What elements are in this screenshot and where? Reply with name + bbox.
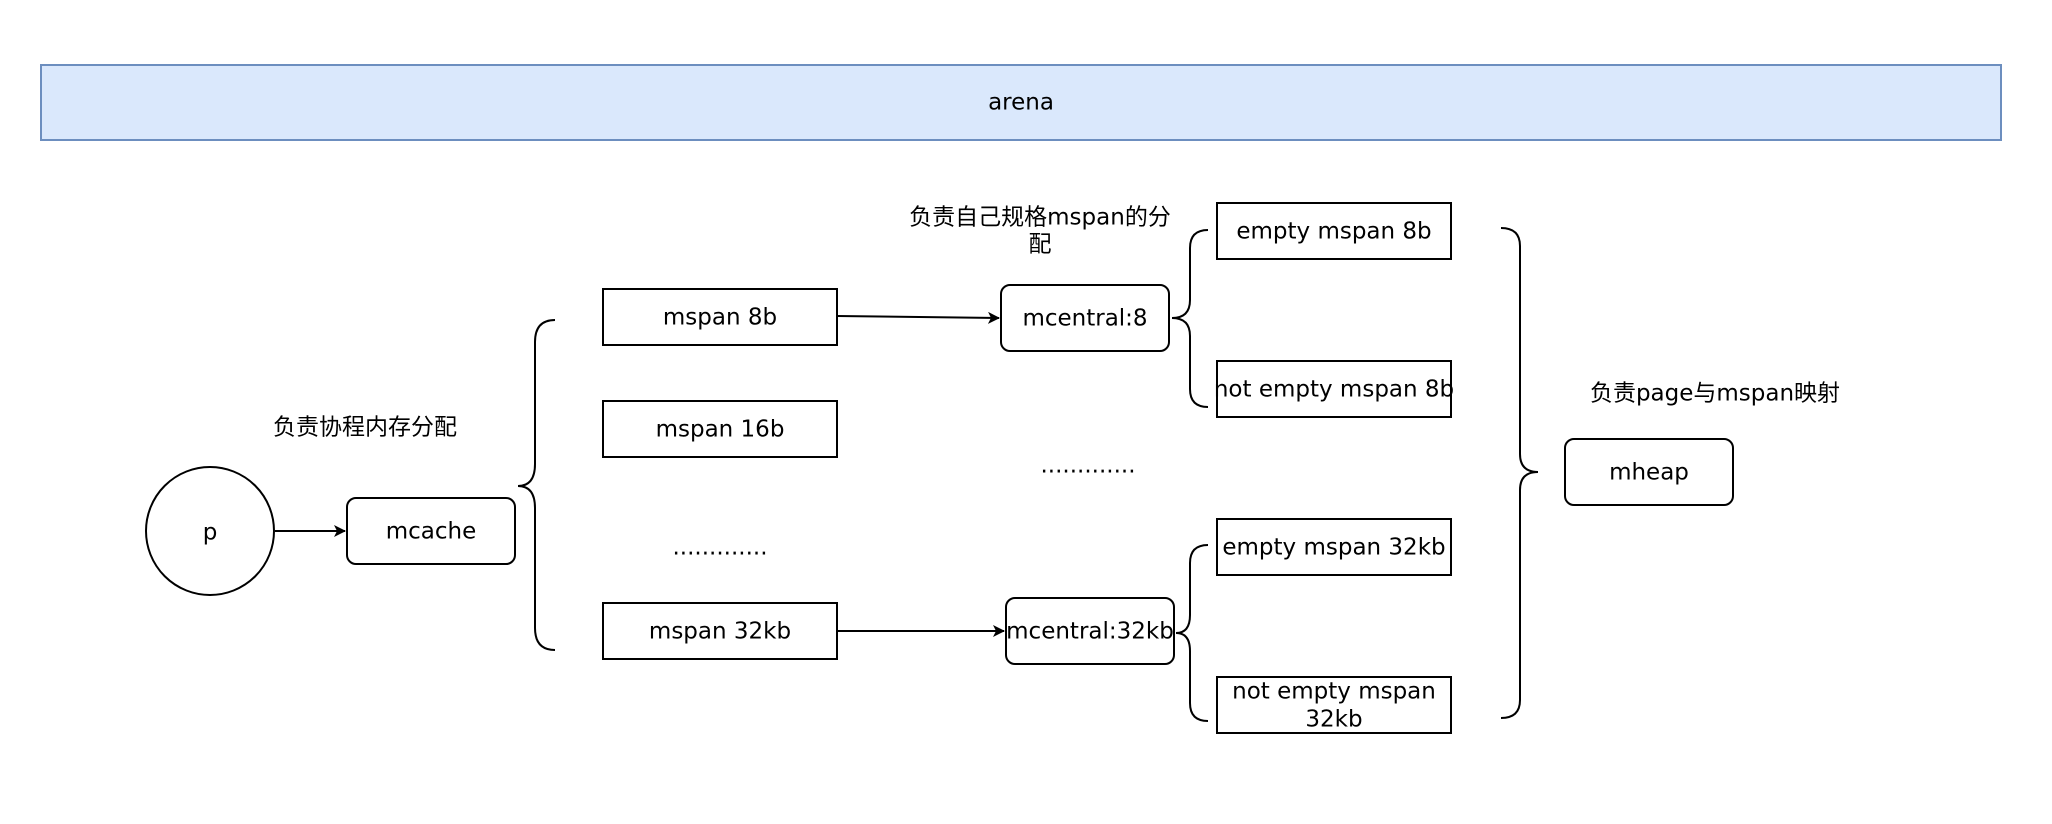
not-empty-mspan-32kb-label-line2: 32kb bbox=[1305, 707, 1362, 733]
not-empty-mspan-32kb-label-line1: not empty mspan bbox=[1232, 679, 1436, 705]
mcentral-32kb-node bbox=[1005, 597, 1175, 665]
mheap-group-bracket bbox=[1500, 227, 1539, 719]
mspan-16b-box bbox=[602, 400, 838, 458]
mheap-node bbox=[1564, 438, 1734, 506]
mspan-16b-label: mspan 16b bbox=[656, 417, 785, 443]
mcache-label: mcache bbox=[386, 519, 477, 545]
mcache-note: 负责协程内存分配 bbox=[273, 415, 457, 441]
mcentral-32kb-label: mcentral:32kb bbox=[1006, 619, 1174, 645]
mheap-note: 负责page与mspan映射 bbox=[1590, 381, 1840, 407]
arena-label: arena bbox=[988, 90, 1054, 116]
not-empty-mspan-8b-box bbox=[1216, 360, 1452, 418]
mcentral-8-node bbox=[1000, 284, 1170, 352]
mcentral-8-label: mcentral:8 bbox=[1022, 306, 1147, 332]
mcentral-ellipsis: ............. bbox=[1040, 453, 1135, 479]
not-empty-mspan-32kb-box bbox=[1216, 676, 1452, 734]
arrow-mspan8-to-mcentral8 bbox=[836, 311, 1000, 324]
mcentral-note-line2: 配 bbox=[1029, 232, 1052, 258]
p-label: p bbox=[203, 520, 218, 546]
mcentral-8-bracket bbox=[1171, 229, 1209, 408]
mspan-32kb-box bbox=[602, 602, 838, 660]
p-node bbox=[145, 466, 275, 596]
empty-mspan-32kb-box bbox=[1216, 518, 1452, 576]
mspan-8b-label: mspan 8b bbox=[663, 305, 777, 331]
mcentral-32kb-bracket bbox=[1175, 544, 1209, 722]
mcache-node bbox=[346, 497, 516, 565]
mspan-ellipsis: ............. bbox=[672, 535, 767, 561]
mspan-group-bracket bbox=[517, 319, 556, 651]
mspan-32kb-label: mspan 32kb bbox=[649, 619, 791, 645]
mspan-8b-box bbox=[602, 288, 838, 346]
empty-mspan-8b-box bbox=[1216, 202, 1452, 260]
mheap-label: mheap bbox=[1609, 460, 1689, 486]
empty-mspan-8b-label: empty mspan 8b bbox=[1236, 219, 1431, 245]
arena-box bbox=[40, 64, 2002, 141]
not-empty-mspan-8b-label: not empty mspan 8b bbox=[1214, 377, 1454, 403]
mcentral-note-line1: 负责自己规格mspan的分 bbox=[909, 205, 1171, 231]
empty-mspan-32kb-label: empty mspan 32kb bbox=[1222, 535, 1445, 561]
